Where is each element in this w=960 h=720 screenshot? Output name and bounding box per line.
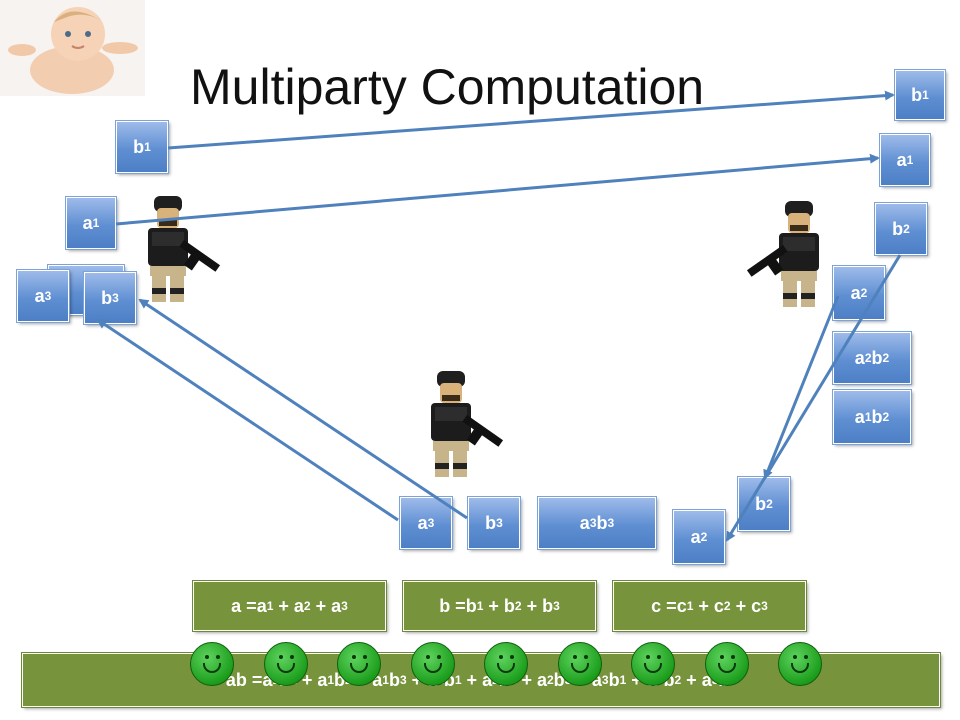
smiley-face-icon: [263, 642, 308, 686]
term-base: b: [608, 669, 620, 690]
plus-sign: +: [461, 669, 483, 690]
plus-sign: +: [681, 669, 702, 690]
smiley-face-icon: [704, 642, 749, 686]
term-base: a: [293, 595, 304, 616]
plus-sign: +: [296, 669, 318, 690]
term-base: b: [443, 669, 455, 690]
term-base: b: [503, 595, 515, 616]
term-base: c: [676, 595, 687, 616]
plus-sign: +: [521, 595, 543, 616]
arrow-b2-to-bottom: [725, 254, 902, 542]
term-base: a: [256, 595, 267, 616]
term-base: b: [553, 669, 565, 690]
term-base: a: [317, 669, 328, 690]
smiley-face-icon: [484, 642, 528, 686]
term-base: b: [465, 595, 477, 616]
arrow-a3-to-left: [96, 318, 399, 522]
term-base: a: [262, 669, 273, 690]
soldier-figure-icon: [431, 371, 504, 477]
plus-sign: +: [273, 595, 294, 616]
term-base: c: [751, 595, 762, 616]
plus-sign: +: [516, 669, 537, 690]
soldier-figure-icon: [148, 196, 221, 302]
plus-sign: +: [310, 595, 332, 616]
smiley-face-icon: [557, 642, 602, 686]
smiley-face-icon: [778, 642, 822, 686]
smiley-face-icon: [410, 642, 455, 686]
smiley-face-icon: [337, 642, 381, 686]
arrow-b3-to-left: [138, 298, 468, 520]
term-base: a: [331, 595, 342, 616]
smiley-face-icon: [631, 642, 675, 686]
page-title: Multiparty Computation: [190, 59, 705, 115]
soldier-figure-icon: [746, 201, 819, 307]
term-base: b: [542, 595, 554, 616]
term-base: a: [372, 669, 383, 690]
term-base: b: [388, 669, 400, 690]
plus-sign: +: [730, 595, 752, 616]
plus-sign: +: [693, 595, 714, 616]
smiley-face-icon: [190, 642, 234, 686]
arrow-a1-to-top: [115, 153, 880, 226]
term-base: a: [591, 669, 602, 690]
baby-photo-icon: [0, 0, 145, 96]
term-base: b: [663, 669, 675, 690]
term-base: a: [482, 669, 493, 690]
term-base: c: [713, 595, 724, 616]
term-base: a: [536, 669, 547, 690]
term-base: b: [334, 669, 346, 690]
plus-sign: +: [483, 595, 504, 616]
arrow-a2-to-bottom: [763, 295, 840, 480]
term-base: a: [701, 669, 712, 690]
arrow-b1-to-top: [167, 90, 895, 150]
